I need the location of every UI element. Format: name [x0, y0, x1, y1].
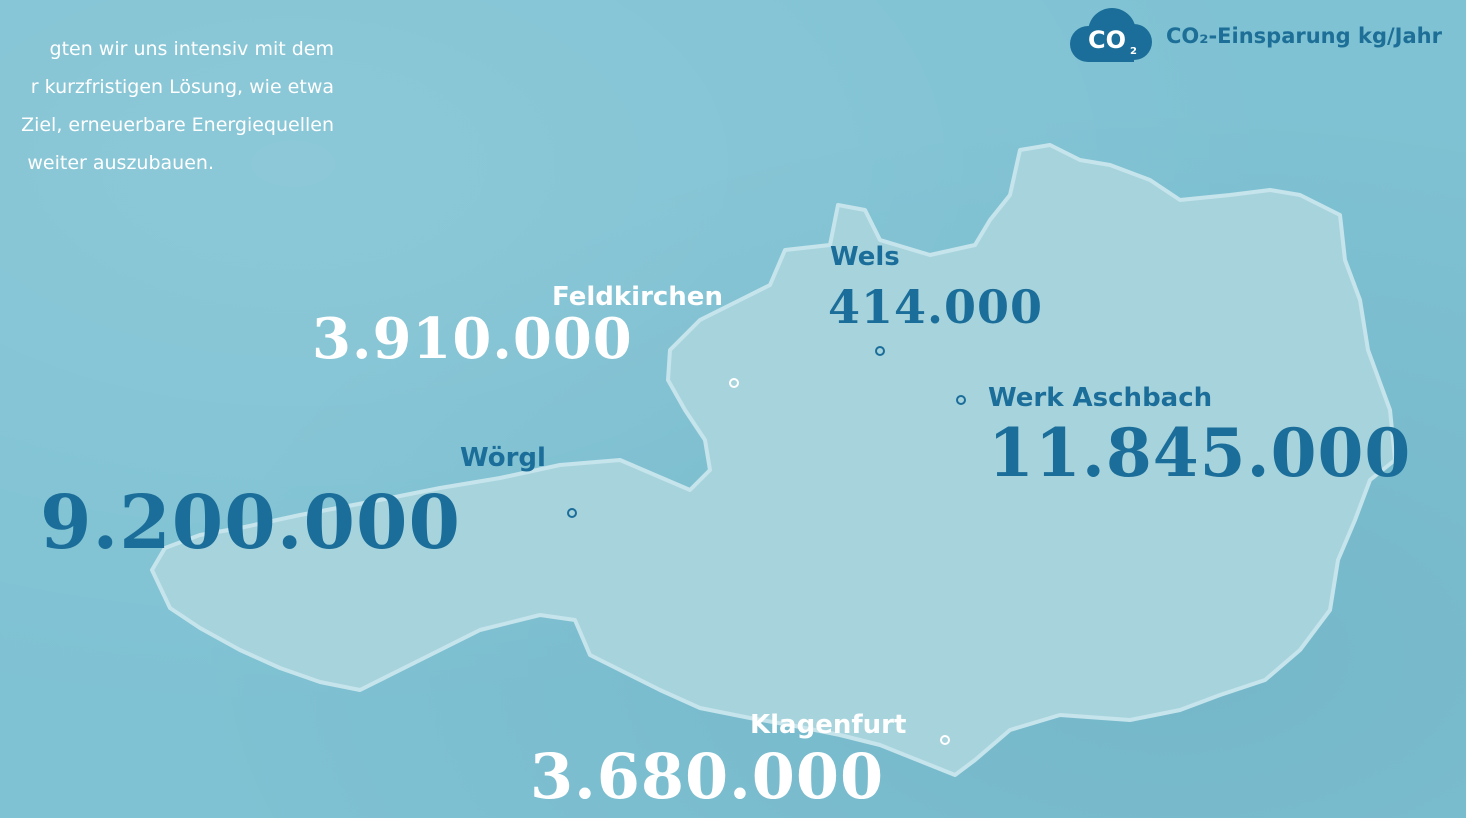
city-name-werk-aschbach: Werk Aschbach: [988, 383, 1213, 413]
co2-cloud-icon: CO 2: [1070, 8, 1152, 62]
value-klagenfurt: 3.680.000: [530, 740, 885, 813]
city-name-woergl: Wörgl: [460, 443, 546, 473]
city-name-klagenfurt: Klagenfurt: [750, 710, 907, 740]
cloud-text: CO: [1088, 26, 1126, 54]
value-feldkirchen: 3.910.000: [312, 306, 633, 372]
intro-line: gten wir uns intensiv mit dem: [49, 38, 334, 60]
city-name-wels: Wels: [830, 242, 900, 272]
cloud-subscript: 2: [1130, 46, 1137, 57]
location-marker-woergl: [567, 508, 577, 518]
legend-label: CO₂-Einsparung kg/Jahr: [1166, 24, 1442, 48]
location-marker-werk-aschbach: [956, 395, 966, 405]
location-marker-klagenfurt: [940, 735, 950, 745]
location-marker-wels: [875, 346, 885, 356]
value-werk-aschbach: 11.845.000: [988, 414, 1412, 492]
intro-line: weiter auszubauen.: [27, 152, 214, 174]
location-marker-feldkirchen: [729, 378, 739, 388]
austria-shape: [150, 143, 1397, 777]
intro-line: Ziel, erneuerbare Energiequellen: [21, 114, 334, 136]
city-name-feldkirchen: Feldkirchen: [552, 282, 723, 312]
legend: CO 2 CO₂-Einsparung kg/Jahr: [1064, 6, 1444, 66]
intro-text: gten wir uns intensiv mit dem r kurzfris…: [0, 30, 334, 182]
intro-line: r kurzfristigen Lösung, wie etwa: [30, 76, 334, 98]
value-woergl: 9.200.000: [40, 480, 461, 566]
value-wels: 414.000: [828, 280, 1044, 334]
